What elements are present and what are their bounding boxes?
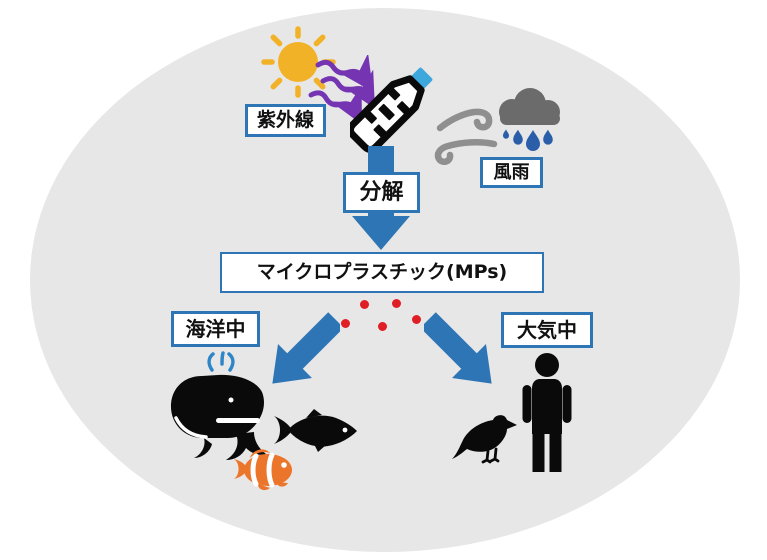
clownfish-icon: [234, 449, 292, 491]
wind-rain-label: 風雨: [480, 157, 543, 188]
uv-rays-arrows-icon: [308, 55, 375, 125]
plastic-bottle-icon: [350, 67, 433, 154]
microplastics-label: マイクロプラスチック(MPs): [220, 252, 544, 293]
microplastic-dot: [392, 299, 401, 308]
microplastic-dot: [341, 319, 350, 328]
bird-icon: [452, 415, 517, 464]
arrow-to-ocean-icon: [272, 312, 340, 384]
microplastic-dot: [360, 300, 369, 309]
wind-icon: [434, 108, 498, 165]
atmosphere-label: 大気中: [501, 312, 593, 348]
uv-label: 紫外線: [245, 104, 326, 137]
sun-icon: [261, 26, 336, 98]
human-icon: [522, 353, 572, 472]
arrow-to-atmosphere-icon: [424, 312, 492, 384]
decomposition-label: 分解: [343, 172, 420, 213]
microplastic-dot: [412, 315, 421, 324]
microplastic-dot: [378, 322, 387, 331]
fish-icon: [274, 409, 357, 452]
rain-cloud-icon: [499, 88, 560, 151]
whale-spout-icon: [207, 351, 235, 372]
ocean-label: 海洋中: [171, 311, 260, 347]
